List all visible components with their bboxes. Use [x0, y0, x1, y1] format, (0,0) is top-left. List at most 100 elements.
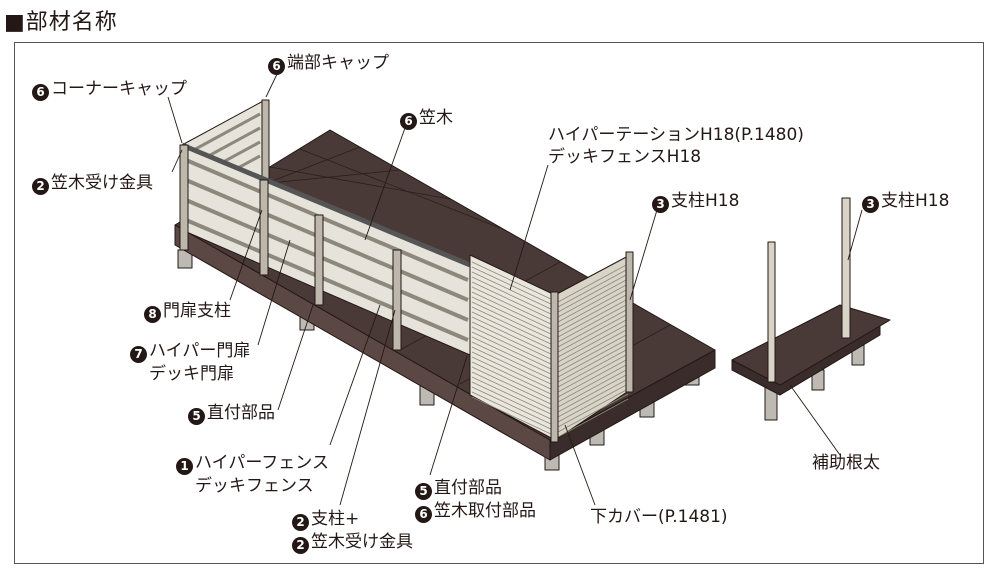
- louver-slat: [557, 393, 629, 433]
- louver-slat: [471, 341, 554, 381]
- louver-slat: [557, 268, 629, 308]
- louver-slat: [471, 296, 554, 336]
- label-text: 下カバー(P.1481): [590, 507, 728, 527]
- louver-slat: [471, 316, 554, 356]
- label-text: 門扉支柱: [163, 301, 231, 321]
- louver-slat: [471, 376, 554, 416]
- louver-slat: [557, 383, 629, 423]
- label-text: 直付部品: [434, 478, 502, 498]
- label-text: ハイパーフェンス: [195, 453, 329, 473]
- aux-post-2: [841, 197, 851, 339]
- label-text: 笠木取付部品: [434, 501, 536, 521]
- label-text: デッキ門扉: [149, 364, 234, 384]
- louver-slat: [557, 288, 629, 328]
- louver-slat: [557, 363, 629, 403]
- number-badge: 7: [130, 346, 147, 363]
- leader-lines: [167, 71, 863, 506]
- louver-slat: [557, 263, 629, 303]
- number-badge: 2: [292, 537, 309, 554]
- louver-slat: [471, 326, 554, 366]
- louver-slat: [557, 298, 629, 338]
- louver-slat: [471, 276, 554, 316]
- louver-slat: [471, 306, 554, 346]
- louver-slat: [471, 311, 554, 351]
- louver-slat: [471, 391, 554, 431]
- louver-slat: [557, 328, 629, 368]
- louver-slat: [557, 338, 629, 378]
- louver-slat: [557, 398, 629, 438]
- label-text: デッキフェンスH18: [548, 147, 702, 167]
- louver-slat: [557, 308, 629, 348]
- label-under-cover: 下カバー(P.1481): [590, 506, 728, 528]
- louver-slat: [471, 386, 554, 426]
- label-text: コーナーキャップ: [51, 79, 187, 99]
- louver-slat: [557, 293, 629, 333]
- label-text: ハイパー門扉: [149, 341, 251, 361]
- louver-slat: [471, 361, 554, 401]
- number-badge: 6: [400, 113, 417, 130]
- louver-slat: [557, 348, 629, 388]
- label-partition: ハイパーテーションH18(P.1480)デッキフェンスH18: [548, 124, 804, 168]
- kasagi-rail: [181, 142, 471, 268]
- louver-slat: [471, 301, 554, 341]
- label-text: 笠木受け金具: [51, 173, 153, 193]
- number-badge: 5: [415, 483, 432, 500]
- louver-slat: [471, 396, 554, 436]
- louver-slat: [471, 381, 554, 421]
- label-text: 直付部品: [207, 403, 275, 423]
- louver-slat: [471, 346, 554, 386]
- louver-slat: [557, 343, 629, 383]
- louver-slat: [471, 321, 554, 361]
- number-badge: 1: [176, 458, 193, 475]
- louver-slat: [557, 273, 629, 313]
- louver-slat: [557, 388, 629, 428]
- louver-slat: [557, 318, 629, 358]
- label-text: 笠木受け金具: [311, 532, 413, 552]
- label-text: 補助根太: [812, 453, 880, 473]
- number-badge: 6: [268, 58, 285, 75]
- louver-slat: [557, 373, 629, 413]
- louver-slat: [471, 286, 554, 326]
- louver-slat: [557, 278, 629, 318]
- louver-slat: [471, 266, 554, 306]
- label-text: 支柱+: [311, 509, 360, 529]
- louver-slat: [557, 368, 629, 408]
- louver-slat: [557, 358, 629, 398]
- louver-slat: [471, 351, 554, 391]
- label-text: 支柱H18: [671, 191, 740, 211]
- diagram-frame: [14, 42, 984, 564]
- louver-slat: [471, 371, 554, 411]
- label-text: ハイパーテーションH18(P.1480): [548, 125, 804, 145]
- louver-slat: [557, 313, 629, 353]
- louver-slat: [557, 353, 629, 393]
- label-text: 支柱H18: [881, 191, 950, 211]
- section-title: ■部材名称: [4, 10, 118, 35]
- louver-slat: [471, 331, 554, 371]
- number-badge: 5: [188, 408, 205, 425]
- louver-slat: [557, 333, 629, 373]
- label-text: 笠木: [419, 108, 453, 128]
- louver-slat: [557, 283, 629, 323]
- louver-slat: [471, 356, 554, 396]
- aux-post-1: [767, 241, 776, 383]
- louver-slat: [557, 378, 629, 418]
- louver-slat: [471, 336, 554, 376]
- number-badge: 6: [32, 84, 49, 101]
- louver-slat: [471, 366, 554, 406]
- number-badge: 2: [292, 514, 309, 531]
- number-badge: 3: [652, 196, 669, 213]
- louver-slat: [471, 291, 554, 331]
